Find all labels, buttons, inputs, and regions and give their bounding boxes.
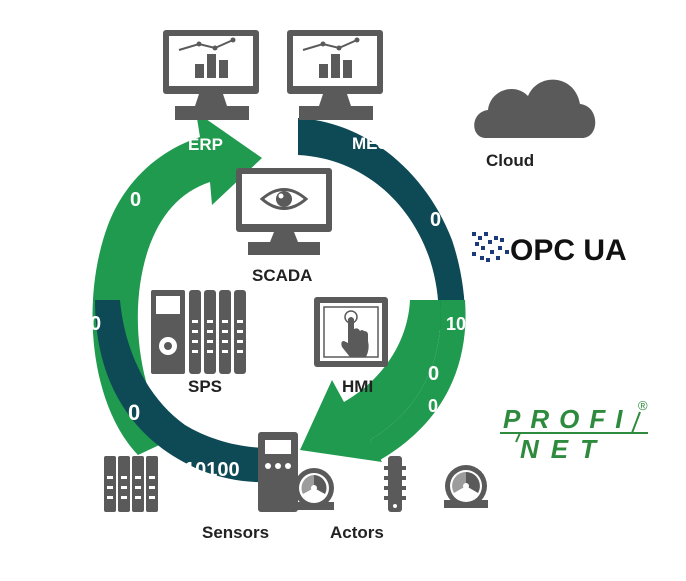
bit: 0 [430, 179, 441, 201]
scada-label: SCADA [252, 266, 312, 285]
cloud-icon [474, 79, 596, 138]
bit: 110100 [174, 459, 240, 481]
io-module-icon [104, 456, 158, 512]
erp-monitor-icon [163, 30, 259, 120]
profinet-logo: PROFI NET ® [500, 398, 648, 464]
binary-right: 0 0 10 0 0 [428, 179, 466, 416]
actors-label: Actors [330, 523, 384, 542]
bit: 100 [325, 459, 358, 481]
registered-mark: ® [638, 398, 648, 413]
mes-label: MES [352, 134, 389, 153]
actor-module-icon [384, 456, 406, 512]
bit: 0 [428, 363, 439, 385]
cloud-label: Cloud [486, 151, 534, 170]
green-arrow-down-right [300, 300, 466, 462]
bit: 0 [128, 400, 140, 425]
plc-icon [151, 290, 246, 374]
bit: 0 [428, 396, 438, 416]
bit: 0 [130, 155, 141, 177]
profinet-bottom: NET [520, 434, 608, 464]
eye-monitor-icon [236, 168, 332, 255]
teal-arrow-bottom [95, 300, 270, 483]
opc-ua-text: OPC UA [510, 234, 627, 267]
sensor-device-icon [258, 432, 298, 512]
binary-left: 0 0 0 0 [90, 155, 141, 425]
bit: 10 [446, 314, 466, 334]
motor-icon [444, 465, 488, 508]
hmi-label: HMI [342, 377, 373, 396]
erp-label: ERP [188, 135, 223, 154]
green-arrow-up-left [92, 112, 262, 455]
bit: 0 [90, 313, 101, 335]
profinet-top: PROFI [503, 404, 632, 434]
binary-bottom: 110100 100 [174, 459, 358, 481]
mes-monitor-icon [287, 30, 383, 120]
motor-icon [294, 468, 334, 510]
sensors-label: Sensors [202, 523, 269, 542]
bit: 0 [430, 209, 441, 231]
opc-ua-logo: OPC UA [472, 232, 627, 267]
sps-label: SPS [188, 377, 222, 396]
touch-panel-icon [314, 297, 388, 367]
bit: 0 [130, 189, 141, 211]
